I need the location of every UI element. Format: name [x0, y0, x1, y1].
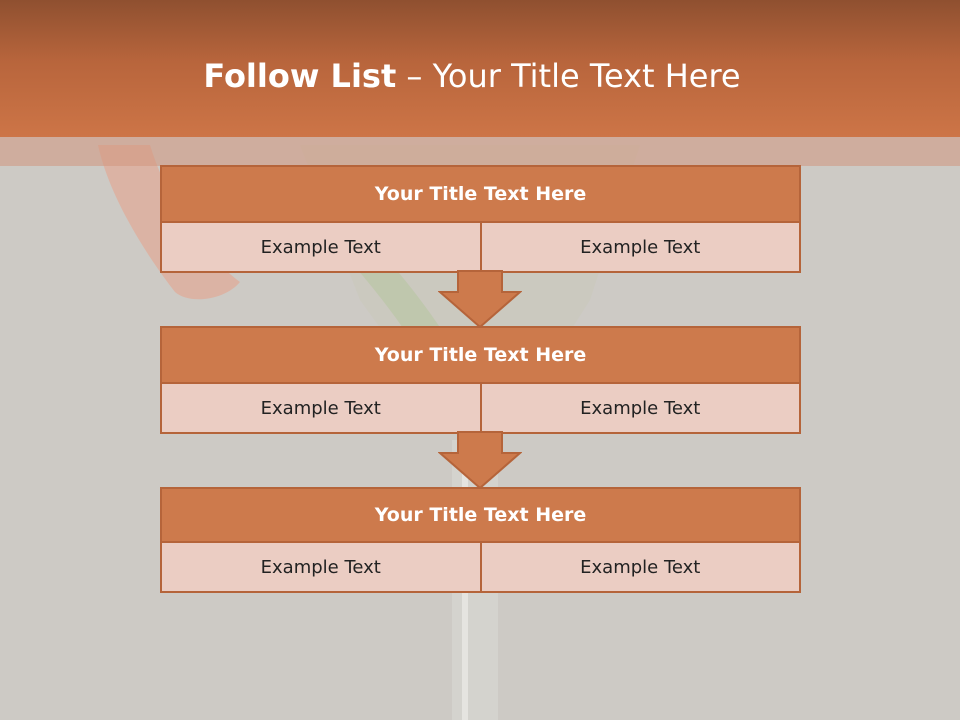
- title-bold: Follow List: [203, 57, 397, 95]
- step-block-3: Your Title Text Here Example Text Exampl…: [160, 487, 801, 593]
- step-cell-right: Example Text: [479, 223, 800, 271]
- header-strip: [0, 137, 960, 166]
- step-title: Your Title Text Here: [162, 167, 799, 223]
- title-rest: – Your Title Text Here: [396, 57, 741, 95]
- slide-header: [0, 0, 960, 137]
- step-block-1: Your Title Text Here Example Text Exampl…: [160, 165, 801, 273]
- step-title: Your Title Text Here: [162, 328, 799, 384]
- step-cell-right: Example Text: [479, 543, 800, 591]
- step-title: Your Title Text Here: [162, 489, 799, 543]
- step-cell-left: Example Text: [260, 236, 381, 258]
- step-row: Example Text Example Text: [162, 384, 799, 432]
- step-row: Example Text Example Text: [162, 543, 799, 591]
- step-block-2: Your Title Text Here Example Text Exampl…: [160, 326, 801, 434]
- step-cell-left: Example Text: [260, 397, 381, 419]
- step-row: Example Text Example Text: [162, 223, 799, 271]
- step-cell-left: Example Text: [260, 556, 381, 578]
- down-arrow-icon: [438, 270, 522, 328]
- step-cell-right: Example Text: [479, 384, 800, 432]
- down-arrow-icon: [438, 431, 522, 489]
- slide-title: Follow List – Your Title Text Here: [0, 56, 944, 96]
